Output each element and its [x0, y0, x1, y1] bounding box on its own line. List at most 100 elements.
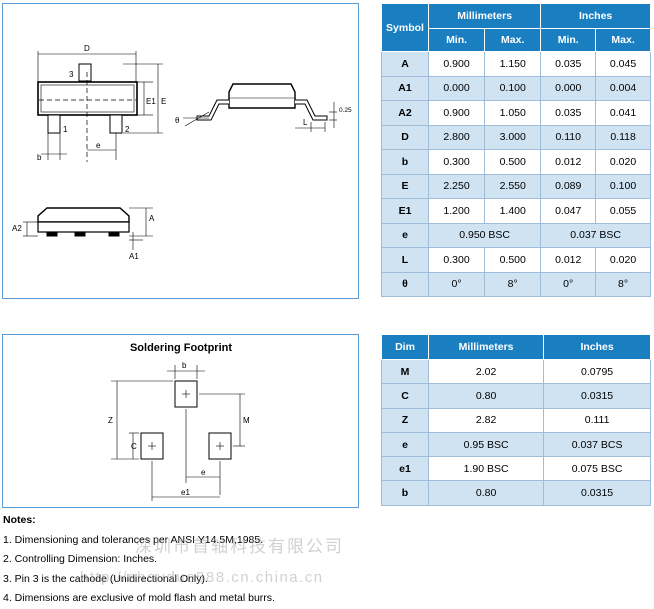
cell-in: 0.075 BSC — [543, 456, 651, 482]
table-row: b 0.300 0.500 0.012 0.020 — [381, 149, 651, 175]
label-pin2: 2 — [125, 125, 130, 134]
cell-mm: 0.80 — [427, 480, 545, 506]
note-item: 1. Dimensioning and tolerances per ANSI … — [3, 533, 264, 546]
footprint-title: Soldering Footprint — [130, 342, 232, 354]
cell-dim: C — [381, 383, 429, 409]
cell-in-min: 0.000 — [540, 75, 597, 101]
cell-mm-max: 1.400 — [484, 198, 542, 224]
cell-in: 0.037 BCS — [543, 431, 651, 458]
cell-mm-min: 0° — [427, 271, 486, 297]
cell-dim: e — [381, 431, 429, 458]
header-millimeters: Millimeters — [427, 3, 542, 29]
table-row: e 0.95 BSC 0.037 BCS — [381, 431, 651, 458]
cell-mm-max: 1.150 — [484, 51, 542, 77]
header-mm-max: Max. — [484, 28, 542, 52]
cell-in-min: 0.035 — [540, 51, 597, 77]
cell-in-max: 0.045 — [595, 51, 651, 77]
cell-in-max: 0.020 — [595, 149, 651, 175]
cell-symbol: E1 — [381, 198, 429, 224]
cell-dim: M — [381, 358, 429, 385]
cell-in-max: 0.004 — [595, 75, 651, 101]
cell-symbol: b — [381, 149, 429, 175]
notes-section: Notes: 1. Dimensioning and tolerances pe… — [3, 511, 403, 609]
soldering-footprint-drawing: Soldering Footprint b Z M C e — [108, 342, 250, 501]
header-dim: Dim — [381, 334, 429, 360]
fp-label-Z: Z — [108, 416, 113, 425]
cell-symbol: θ — [381, 271, 429, 297]
table-row: e 0.950 BSC 0.037 BSC — [381, 222, 651, 248]
header-in-max: Max. — [595, 28, 651, 52]
dimensions-table: Symbol Millimeters Inches Min. Max. Min.… — [381, 3, 651, 297]
cell-mm-max: 0.500 — [484, 149, 542, 175]
cell-dim: e1 — [381, 456, 429, 482]
cell-mm-max: 8° — [484, 271, 542, 297]
cell-in-min: 0.035 — [540, 100, 597, 126]
fp-label-e1: e1 — [181, 488, 190, 497]
note-item: 3. Pin 3 is the cathode (Unidirectional … — [3, 572, 208, 585]
cell-in-max: 0.100 — [595, 173, 651, 199]
label-b: b — [37, 153, 42, 162]
cell-dim: Z — [381, 407, 429, 433]
cell-symbol: A2 — [381, 100, 429, 126]
cell-mm: 2.82 — [427, 407, 545, 433]
cell-in: 0.0315 — [543, 480, 651, 506]
cell-mm-min: 0.300 — [427, 247, 486, 273]
cell-mm-max: 1.050 — [484, 100, 542, 126]
cell-mm-max: 0.500 — [484, 247, 542, 273]
cell-symbol: e — [381, 222, 429, 248]
table-row: A2 0.900 1.050 0.035 0.041 — [381, 100, 651, 126]
table-row: L 0.300 0.500 0.012 0.020 — [381, 247, 651, 273]
cell-mm: 1.90 BSC — [427, 456, 545, 482]
header-in-min: Min. — [540, 28, 597, 52]
table-row: C 0.80 0.0315 — [381, 383, 651, 409]
label-E: E — [161, 97, 166, 106]
label-L: L — [303, 118, 308, 127]
cell-symbol: L — [381, 247, 429, 273]
cell-in: 0.0315 — [543, 383, 651, 409]
cell-symbol: E — [381, 173, 429, 199]
table-row: b 0.80 0.0315 — [381, 480, 651, 506]
label-D: D — [84, 44, 90, 53]
label-A1: A1 — [129, 252, 139, 261]
cell-mm-max: 2.550 — [484, 173, 542, 199]
label-e: e — [96, 141, 101, 150]
cell-in-bsc: 0.037 BSC — [540, 222, 651, 248]
note-item: 4. Dimensions are exclusive of mold flas… — [3, 592, 275, 604]
cell-dim: b — [381, 480, 429, 506]
header-inches: Inches — [540, 3, 651, 29]
fp-label-b: b — [182, 361, 187, 370]
table-row: θ 0° 8° 0° 8° — [381, 271, 651, 297]
cell-in-min: 0.012 — [540, 247, 597, 273]
label-A: A — [149, 214, 155, 223]
label-A2: A2 — [12, 224, 22, 233]
label-pin3: 3 — [69, 70, 74, 79]
footprint-table: Dim Millimeters Inches M 2.02 0.0795 C 0… — [381, 334, 651, 506]
table-row: A1 0.000 0.100 0.000 0.004 — [381, 75, 651, 101]
header-inches: Inches — [543, 334, 651, 360]
table-row: M 2.02 0.0795 — [381, 358, 651, 385]
cell-mm: 0.95 BSC — [427, 431, 545, 458]
cell-mm: 0.80 — [427, 383, 545, 409]
table-row: D 2.800 3.000 0.110 0.118 — [381, 124, 651, 150]
cell-in-min: 0.110 — [540, 124, 597, 150]
cell-in: 0.0795 — [543, 358, 651, 385]
table-row: e1 1.90 BSC 0.075 BSC — [381, 456, 651, 482]
cell-in-min: 0.012 — [540, 149, 597, 175]
label-gauge: 0.25 — [339, 107, 352, 114]
table-row: E1 1.200 1.400 0.047 0.055 — [381, 198, 651, 224]
cell-in: 0.111 — [543, 407, 651, 433]
cell-in-max: 0.055 — [595, 198, 651, 224]
cell-mm-max: 3.000 — [484, 124, 542, 150]
package-outline-panel: D E1 E 3 1 2 b e θ L 0.25 A A2 A1 — [2, 3, 359, 299]
cell-mm-min: 0.000 — [427, 75, 486, 101]
cell-in-max: 0.118 — [595, 124, 651, 150]
cell-in-min: 0° — [540, 271, 597, 297]
notes-title: Notes: — [3, 514, 36, 526]
cell-in-max: 0.041 — [595, 100, 651, 126]
cell-symbol: A — [381, 51, 429, 77]
cell-symbol: A1 — [381, 75, 429, 101]
label-E1: E1 — [146, 97, 156, 106]
cell-mm: 2.02 — [427, 358, 545, 385]
header-mm-min: Min. — [427, 28, 486, 52]
label-pin1: 1 — [63, 125, 68, 134]
